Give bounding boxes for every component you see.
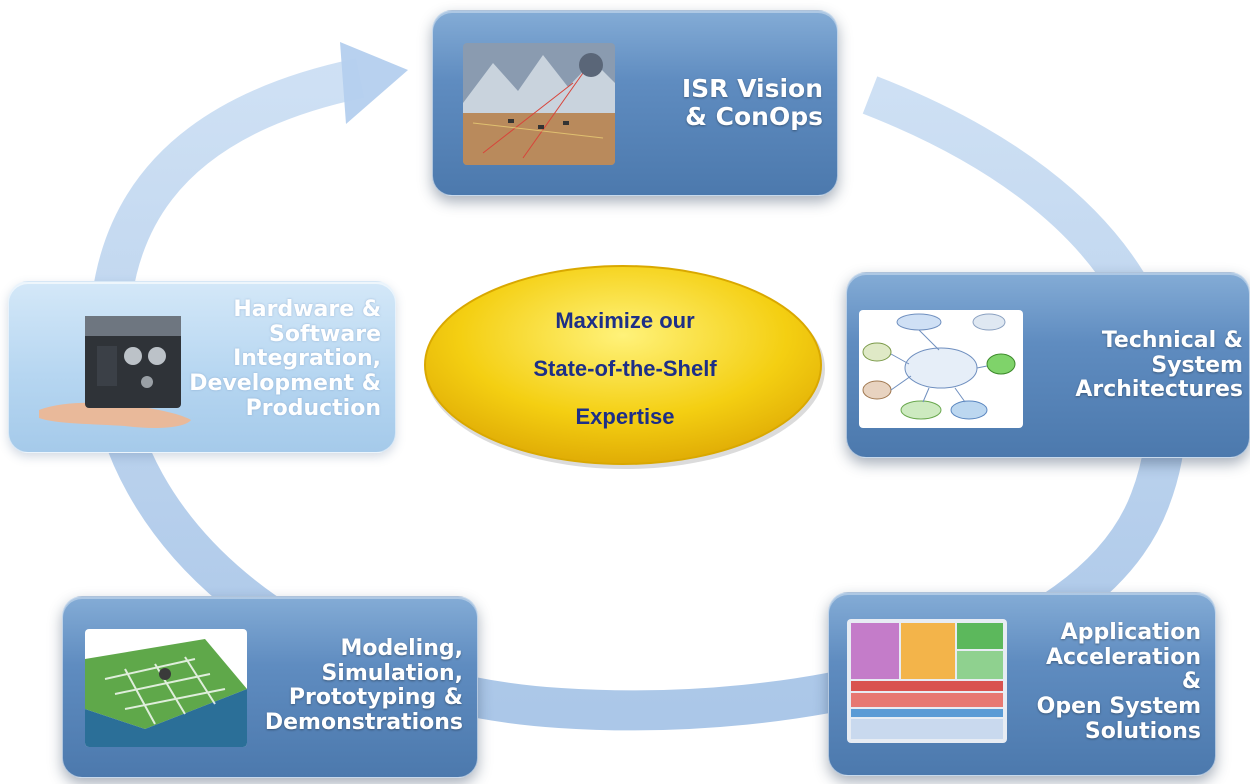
center-line-3: Expertise	[575, 404, 675, 429]
card-application-acceleration-label: Application Acceleration & Open System S…	[1036, 620, 1201, 744]
cycle-arrowhead	[340, 42, 408, 124]
network-architecture-image	[859, 310, 1023, 428]
center-ellipse	[424, 265, 825, 469]
card-hardware-software-integration-label: Hardware & Software Integration, Develop…	[189, 297, 381, 421]
center-line-2: State-of-the-Shelf	[533, 356, 717, 381]
hardware-device-in-hand-image	[35, 306, 195, 432]
card-technical-architectures-label: Technical & System Architectures	[1075, 328, 1243, 403]
battlefield-scene-image	[463, 43, 615, 165]
card-hardware-software-integration: Hardware & Software Integration, Develop…	[8, 281, 396, 453]
card-isr-vision-label: ISR Vision & ConOps	[681, 74, 823, 131]
center-message: Maximize our State-of-the-Shelf Expertis…	[421, 262, 829, 474]
card-application-acceleration: Application Acceleration & Open System S…	[828, 592, 1216, 776]
card-isr-vision: ISR Vision & ConOps	[432, 10, 838, 196]
card-technical-architectures: Technical & System Architectures	[846, 272, 1250, 458]
card-modeling-simulation: Modeling, Simulation, Prototyping & Demo…	[62, 596, 478, 778]
card-modeling-simulation-label: Modeling, Simulation, Prototyping & Demo…	[264, 636, 463, 735]
terrain-model-image	[85, 629, 247, 747]
center-line-1: Maximize our	[555, 308, 695, 333]
software-stack-diagram-image	[847, 619, 1007, 743]
